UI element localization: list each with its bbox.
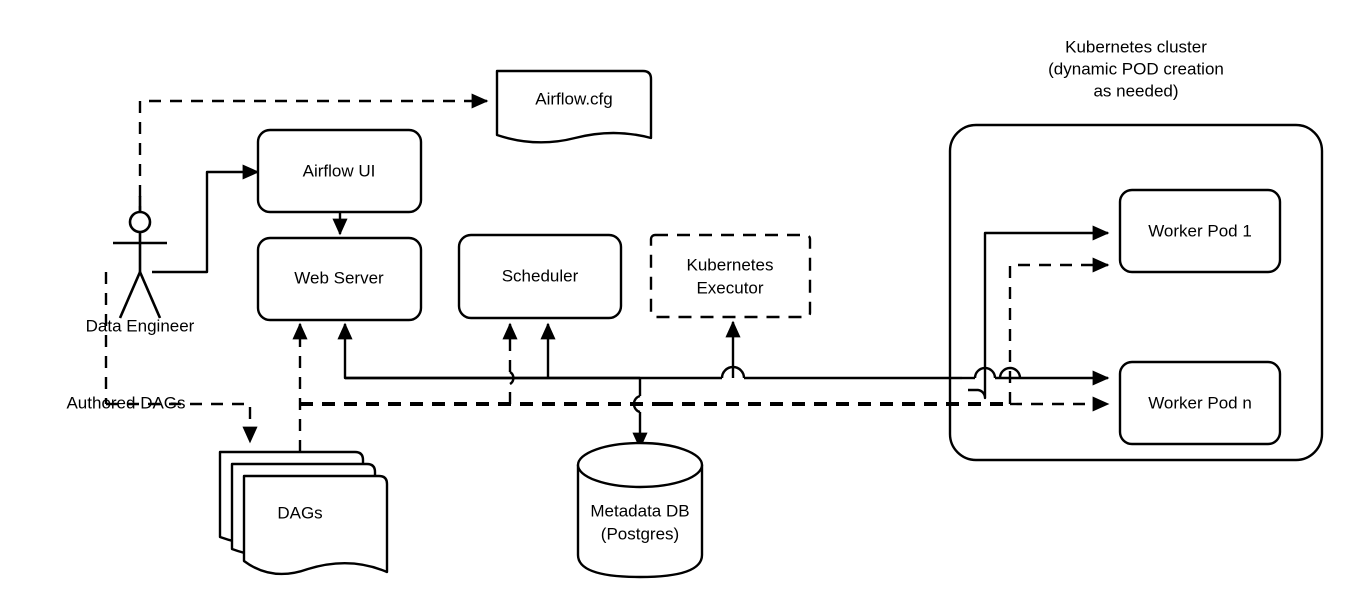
metadata-db-body xyxy=(576,463,704,579)
node-dags[interactable]: DAGs xyxy=(218,450,389,576)
cluster-caption-line-3: as needed) xyxy=(1093,81,1178,100)
actor-head-icon xyxy=(128,210,152,234)
cluster-caption-line-2: (dynamic POD creation xyxy=(1048,59,1224,78)
edge-bus-to-web-server xyxy=(337,322,640,380)
edge-bus-to-worker-pod-1 xyxy=(983,225,1110,390)
node-airflow-cfg[interactable]: Airflow.cfg xyxy=(495,69,653,144)
bus-jump-over-dashed-riser xyxy=(998,366,1022,379)
dags-label: DAGs xyxy=(277,503,322,522)
actor-data-engineer[interactable]: Data Engineer xyxy=(86,196,195,335)
node-metadata-db[interactable]: Metadata DB (Postgres) xyxy=(576,441,704,579)
metadata-db-label-line-1: Metadata DB xyxy=(590,501,689,520)
kubernetes-executor-label-line-2: Executor xyxy=(696,278,763,297)
worker-pod-1-label: Worker Pod 1 xyxy=(1148,221,1252,240)
node-kubernetes-executor[interactable]: Kubernetes Executor xyxy=(649,233,812,319)
web-server-label: Web Server xyxy=(294,268,384,287)
edge-riser-elbow-worker1 xyxy=(968,388,987,400)
dags-sheet-front xyxy=(242,474,389,576)
airflow-ui-label: Airflow UI xyxy=(303,161,376,180)
node-web-server[interactable]: Web Server xyxy=(256,236,423,322)
worker-pod-n-shape xyxy=(1118,360,1282,446)
edge-engineer-airflow-ui xyxy=(152,164,260,274)
airflow-ui-shape xyxy=(256,128,423,214)
airflow-cfg-label: Airflow.cfg xyxy=(535,89,612,108)
actor-label: Data Engineer xyxy=(86,316,195,335)
node-worker-pod-n[interactable]: Worker Pod n xyxy=(1118,360,1282,446)
edge-label-authored-dags: Authored DAGs xyxy=(66,393,185,412)
actor-leg-right xyxy=(138,271,162,319)
metadata-db-label-line-2: (Postgres) xyxy=(601,524,679,543)
airflow-cfg-shape xyxy=(495,69,653,144)
node-airflow-ui[interactable]: Airflow UI xyxy=(256,128,423,214)
kubernetes-executor-shape xyxy=(649,233,812,319)
edge-authored-dags-to-dags xyxy=(106,402,258,444)
kubernetes-executor-label-line-1: Kubernetes xyxy=(687,255,774,274)
edge-jump-db-feeder xyxy=(632,394,641,414)
edge-dashed-to-worker-pod-1 xyxy=(1008,257,1110,404)
web-server-shape xyxy=(256,236,423,322)
node-worker-pod-1[interactable]: Worker Pod 1 xyxy=(1118,188,1282,274)
cluster-caption-line-1: Kubernetes cluster xyxy=(1065,37,1207,56)
node-scheduler[interactable]: Scheduler xyxy=(457,233,623,320)
actor-leg-left xyxy=(118,271,142,319)
worker-pod-n-label: Worker Pod n xyxy=(1148,393,1252,412)
bus-jump-over-executor-line xyxy=(720,365,746,379)
edge-engineer-to-airflow-cfg xyxy=(138,93,489,218)
metadata-db-top xyxy=(576,441,704,489)
scheduler-shape xyxy=(457,233,623,320)
scheduler-label: Scheduler xyxy=(502,266,579,285)
worker-pod-1-shape xyxy=(1118,188,1282,274)
